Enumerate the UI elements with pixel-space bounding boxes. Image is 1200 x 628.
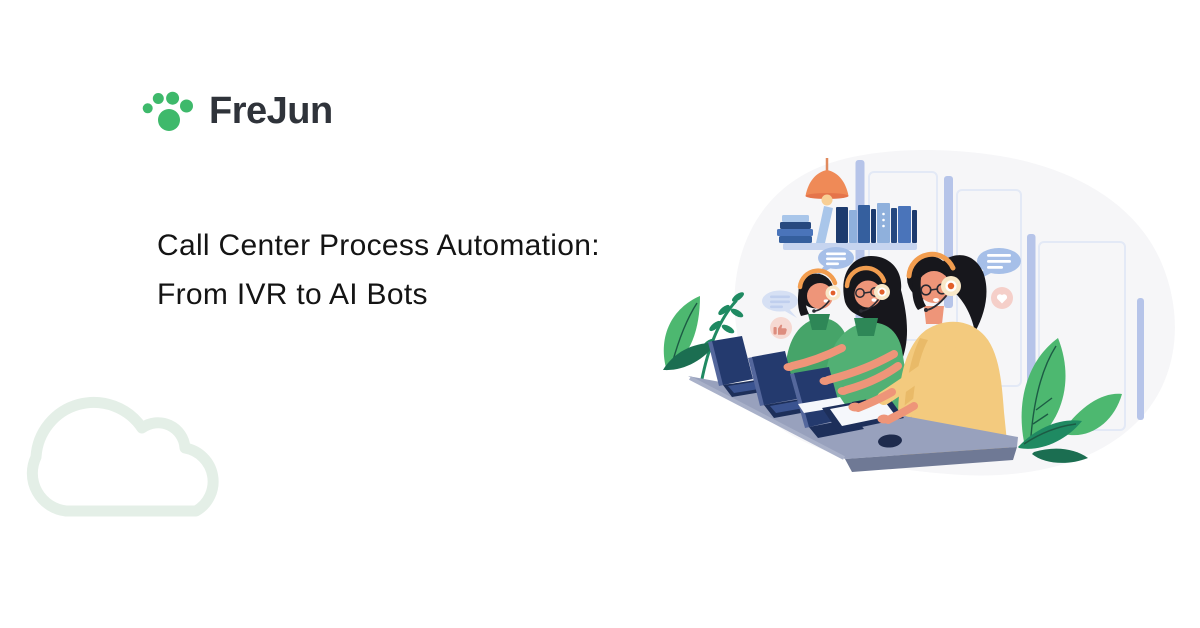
brand-logo: FreJun xyxy=(140,86,333,136)
title-line-1: Call Center Process Automation: xyxy=(157,229,600,262)
book-stack xyxy=(777,215,813,243)
page-title: Call Center Process Automation: From IVR… xyxy=(157,221,600,319)
brand-name: FreJun xyxy=(209,89,333,132)
title-line-2: From IVR to AI Bots xyxy=(157,278,428,311)
heart-icon xyxy=(991,287,1013,309)
books-row xyxy=(816,203,917,243)
plant-left xyxy=(663,292,744,386)
speech-bubble-left xyxy=(762,290,798,318)
agents-arms xyxy=(783,344,969,424)
paw-icon xyxy=(142,91,193,131)
shelf-board xyxy=(783,243,917,250)
bookshelf xyxy=(777,203,917,250)
pendant-lamp-icon xyxy=(805,158,849,206)
thumbs-up-icon xyxy=(770,317,792,339)
cloud-icon xyxy=(26,396,219,517)
computer-mouse-icon xyxy=(878,434,902,448)
plant-right xyxy=(1018,338,1122,463)
